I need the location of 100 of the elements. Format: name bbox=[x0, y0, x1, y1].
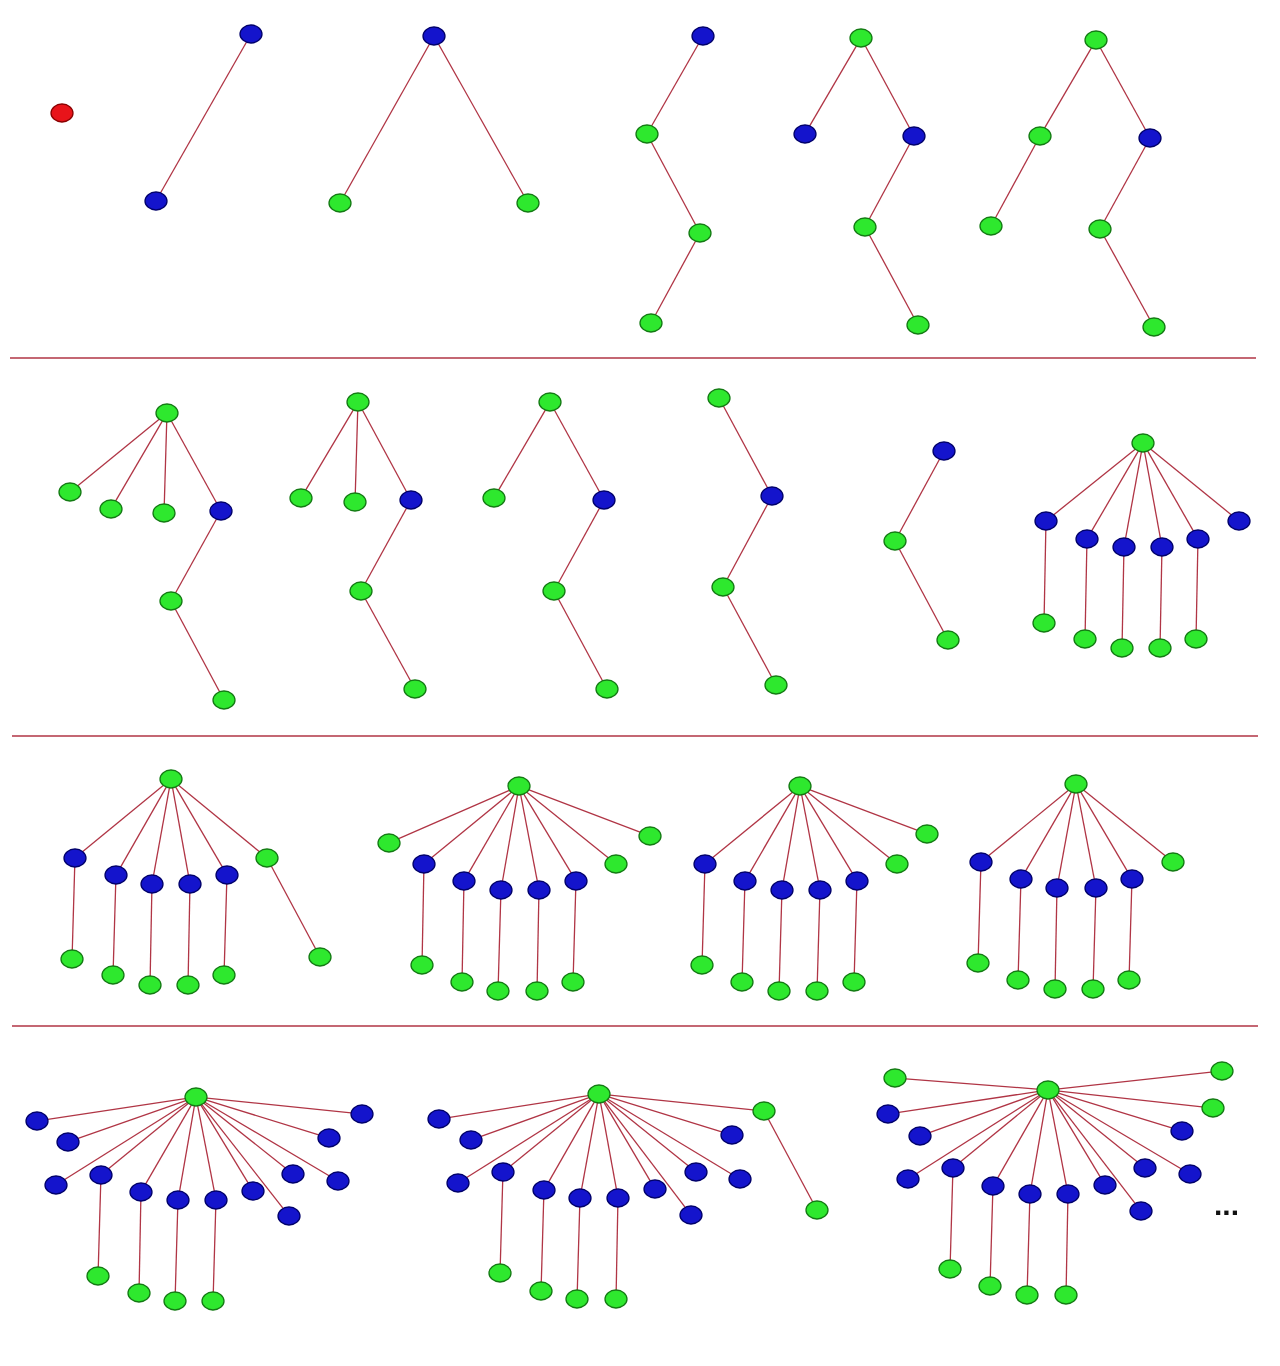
connector-line bbox=[580, 1102, 599, 1190]
node-circle bbox=[201, 1291, 225, 1311]
node-circle bbox=[527, 880, 551, 900]
node-circle bbox=[707, 388, 731, 408]
node-circle bbox=[60, 949, 84, 969]
node-circle bbox=[25, 1111, 49, 1131]
node-circle bbox=[317, 1128, 341, 1148]
node-circle bbox=[166, 1190, 190, 1210]
node-circle bbox=[127, 1283, 151, 1303]
node-circle bbox=[343, 492, 367, 512]
node-circle bbox=[129, 1182, 153, 1202]
connector-line bbox=[174, 608, 221, 693]
connector-line bbox=[364, 507, 408, 584]
node-circle bbox=[733, 871, 757, 891]
node-circle bbox=[239, 24, 263, 44]
node-circle bbox=[525, 981, 549, 1001]
connector-line bbox=[174, 518, 218, 594]
node-circle bbox=[427, 1109, 451, 1129]
connector-line bbox=[47, 1097, 186, 1121]
connector-line bbox=[1054, 896, 1058, 981]
node-circle bbox=[450, 972, 474, 992]
node-circle bbox=[885, 854, 909, 874]
node-circle bbox=[44, 1175, 68, 1195]
connector-line bbox=[615, 1206, 619, 1291]
node-circle bbox=[1148, 638, 1172, 658]
node-circle bbox=[176, 975, 200, 995]
node-circle bbox=[399, 490, 423, 510]
connector-line bbox=[431, 791, 512, 859]
connector-line bbox=[1056, 1094, 1182, 1170]
connector-line bbox=[853, 889, 858, 974]
node-circle bbox=[99, 499, 123, 519]
node-circle bbox=[140, 874, 164, 894]
connector-line bbox=[572, 889, 577, 974]
connector-line bbox=[916, 1094, 1040, 1175]
node-circle bbox=[212, 965, 236, 985]
connector-line bbox=[466, 1098, 591, 1179]
node-circle bbox=[346, 392, 370, 412]
node-circle bbox=[50, 103, 74, 123]
connector-line bbox=[1044, 47, 1092, 129]
connector-line bbox=[557, 507, 601, 584]
node-circle bbox=[1110, 638, 1134, 658]
connector-line bbox=[138, 1200, 142, 1285]
connector-line bbox=[528, 789, 641, 833]
node-circle bbox=[452, 871, 476, 891]
node-circle bbox=[138, 975, 162, 995]
connector-line bbox=[270, 865, 317, 950]
connector-line bbox=[1043, 529, 1047, 615]
node-circle bbox=[163, 1291, 187, 1311]
node-circle bbox=[1073, 629, 1097, 649]
node-circle bbox=[906, 315, 930, 335]
connector-line bbox=[609, 1094, 754, 1111]
connector-line bbox=[868, 234, 915, 318]
connector-line bbox=[1124, 451, 1143, 539]
connector-line bbox=[1049, 1098, 1067, 1186]
connector-line bbox=[898, 1090, 1038, 1114]
connector-line bbox=[801, 794, 819, 882]
node-circle bbox=[446, 1173, 470, 1193]
node-circle bbox=[1075, 529, 1099, 549]
node-circle bbox=[1043, 979, 1067, 999]
connector-line bbox=[767, 1118, 814, 1203]
node-circle bbox=[377, 833, 401, 853]
node-circle bbox=[793, 124, 817, 144]
node-circle bbox=[86, 1266, 110, 1286]
connector-line bbox=[145, 1104, 192, 1185]
node-circle bbox=[538, 392, 562, 412]
connector-line bbox=[548, 1101, 595, 1183]
node-circle bbox=[326, 1171, 350, 1191]
connector-line bbox=[726, 594, 773, 678]
connector-line bbox=[599, 1102, 618, 1190]
connector-line bbox=[437, 43, 525, 196]
node-circle bbox=[159, 769, 183, 789]
node-circle bbox=[1093, 1175, 1117, 1195]
node-circle bbox=[1056, 1184, 1080, 1204]
node-circle bbox=[1142, 317, 1166, 337]
node-circle bbox=[883, 531, 907, 551]
connector-line bbox=[905, 1078, 1038, 1090]
connector-line bbox=[163, 421, 168, 505]
node-circle bbox=[178, 874, 202, 894]
connector-line bbox=[960, 1095, 1041, 1163]
node-circle bbox=[255, 848, 279, 868]
node-circle bbox=[1045, 878, 1069, 898]
node-circle bbox=[1064, 774, 1088, 794]
connector-line bbox=[361, 409, 408, 493]
connector-line bbox=[510, 1099, 592, 1167]
node-circle bbox=[932, 441, 956, 461]
connector-line bbox=[606, 1099, 689, 1167]
node-circle bbox=[568, 1188, 592, 1208]
node-circle bbox=[101, 965, 125, 985]
connector-line bbox=[749, 793, 796, 874]
connector-line bbox=[1030, 1098, 1048, 1186]
connector-line bbox=[152, 787, 171, 876]
node-circle bbox=[482, 488, 506, 508]
connector-line bbox=[1103, 236, 1151, 320]
connector-line bbox=[480, 1096, 590, 1138]
node-circle bbox=[1120, 869, 1144, 889]
node-circle bbox=[89, 1165, 113, 1185]
connector-line bbox=[1150, 448, 1232, 516]
node-circle bbox=[679, 1205, 703, 1225]
connector-line bbox=[354, 410, 359, 494]
node-circle bbox=[241, 1181, 265, 1201]
